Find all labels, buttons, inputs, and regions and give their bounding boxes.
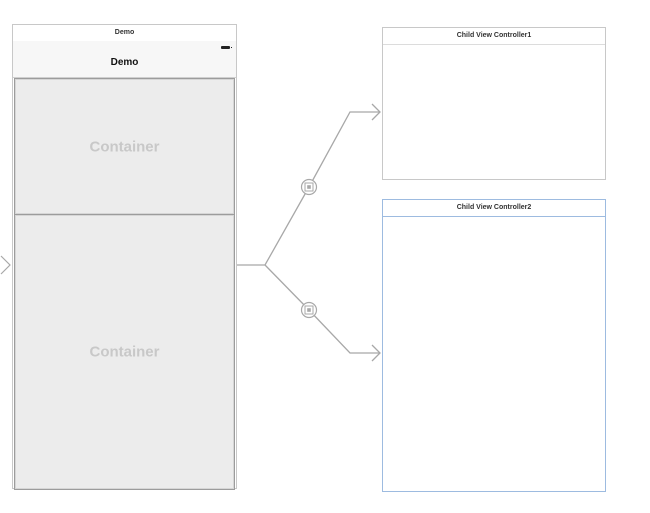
container-view-bottom[interactable]: Container <box>14 214 235 490</box>
navigation-bar[interactable]: Demo <box>13 41 236 78</box>
scene-title[interactable]: Child View Controller2 <box>383 200 605 217</box>
container-label: Container <box>89 138 160 155</box>
container-view-top[interactable]: Container <box>14 78 235 215</box>
embed-segue-icon[interactable] <box>300 178 318 196</box>
child-view-controller-2-scene[interactable]: Child View Controller2 <box>382 199 606 492</box>
segue-arrowhead-child2 <box>371 344 381 362</box>
container-label: Container <box>89 343 160 361</box>
embed-segue-icon[interactable] <box>300 301 318 319</box>
battery-icon <box>221 46 232 49</box>
segue-line-child2 <box>264 264 380 354</box>
scene-title[interactable]: Demo <box>13 25 236 42</box>
segue-arrowhead-child1 <box>371 103 381 121</box>
nav-title: Demo <box>110 57 139 68</box>
main-view-controller-scene[interactable]: Demo Demo Container Container <box>12 24 237 490</box>
scene-title[interactable]: Child View Controller1 <box>383 28 605 45</box>
entry-point-arrow[interactable] <box>0 255 11 275</box>
child-view-controller-1-scene[interactable]: Child View Controller1 <box>382 27 606 180</box>
embed-segue-connector[interactable] <box>237 103 381 362</box>
